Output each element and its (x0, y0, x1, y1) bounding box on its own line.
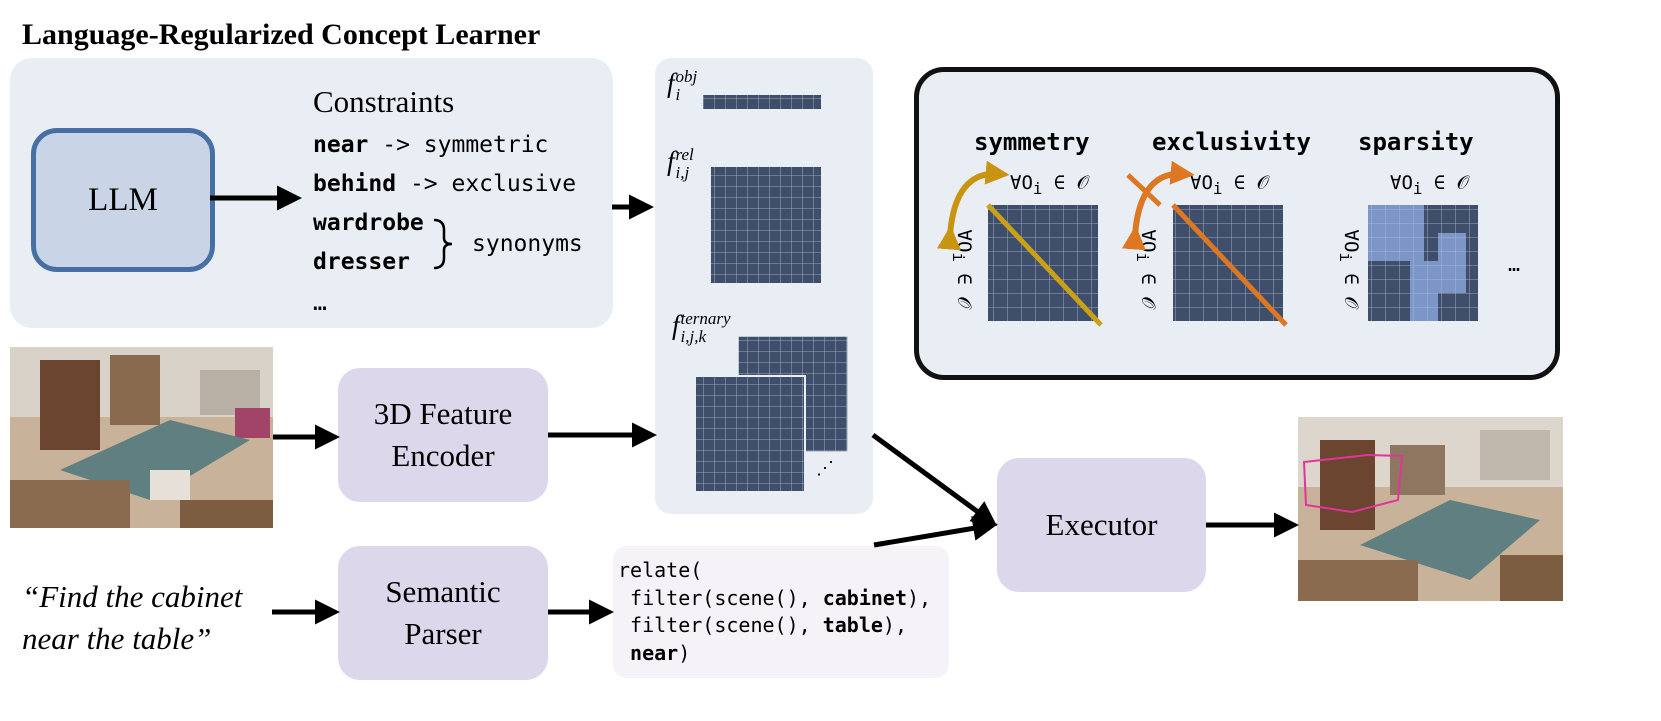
synonym-term-dresser: dresser (313, 249, 410, 275)
program-code: relate( filter(scene(), cabinet), filter… (618, 558, 932, 665)
query-line-1: “Find the cabinet (22, 579, 243, 614)
constraint-term: near (313, 132, 369, 158)
symmetry-title: symmetry (974, 128, 1090, 156)
rel-feature-grid (711, 167, 821, 283)
constraints-title: Constraints (313, 84, 455, 119)
ternary-feature-sup: ternary (680, 309, 731, 328)
parser-label-2: Parser (404, 616, 482, 651)
exclusivity-quantifier-top: ∀Oi ∈ 𝒪 (1190, 172, 1269, 198)
constraints-ellipsis: … (313, 290, 327, 316)
llm-label: LLM (88, 181, 158, 218)
sparsity-grid (1368, 205, 1478, 321)
diagram-title: Language-Regularized Concept Learner (22, 18, 541, 51)
ternary-feature-sub: i,j,k (680, 327, 707, 346)
executor-box: Executor (997, 458, 1206, 592)
parser-label-1: Semantic (385, 574, 501, 609)
program-to-executor-arrow (873, 515, 998, 548)
llm-box: LLM (31, 128, 215, 272)
constraint-rule: -> symmetric (368, 132, 549, 158)
query-line-2: near the table” (22, 621, 212, 656)
sparsity-title: sparsity (1358, 128, 1474, 156)
encoder-label-2: Encoder (391, 438, 495, 473)
constraint-near: near -> symmetric (313, 132, 548, 158)
constraint-term: behind (313, 171, 397, 197)
regularizer-ellipsis: … (1508, 252, 1521, 276)
synonym-term-wardrobe: wardrobe (313, 210, 424, 236)
symmetry-quantifier-top: ∀Oi ∈ 𝒪 (1010, 172, 1089, 198)
query-text: “Find the cabinet near the table” (22, 576, 242, 660)
symmetry-arrow-icon (936, 160, 1010, 251)
executor-label: Executor (1045, 507, 1158, 542)
obj-feature-sub: i (675, 85, 681, 104)
constraint-rule: -> exclusive (396, 171, 577, 197)
exclusivity-arrow-icon (1121, 160, 1195, 251)
exclusivity-title: exclusivity (1152, 128, 1311, 156)
obj-feature-grid (703, 95, 821, 109)
input-scene-image (10, 347, 273, 528)
ternary-ellipsis: ⋰ (816, 458, 834, 478)
rel-feature-sup: rel (675, 145, 694, 164)
sparsity-quantifier-top: ∀Oi ∈ 𝒪 (1390, 172, 1469, 198)
constraint-behind: behind -> exclusive (313, 171, 576, 197)
obj-feature-sup: obj (675, 67, 698, 86)
exclusivity-cross-icon (1126, 173, 1162, 207)
ternary-grid-front (694, 375, 806, 493)
features-to-executor-arrow (871, 432, 998, 526)
encoder-label-1: 3D Feature (373, 396, 513, 431)
synonym-brace-icon (433, 218, 453, 270)
program-box (613, 546, 949, 678)
output-scene-image (1298, 417, 1563, 601)
detection-box (1302, 453, 1404, 514)
rel-feature-sub: i,j (675, 163, 690, 182)
synonym-label: synonyms (472, 231, 583, 257)
